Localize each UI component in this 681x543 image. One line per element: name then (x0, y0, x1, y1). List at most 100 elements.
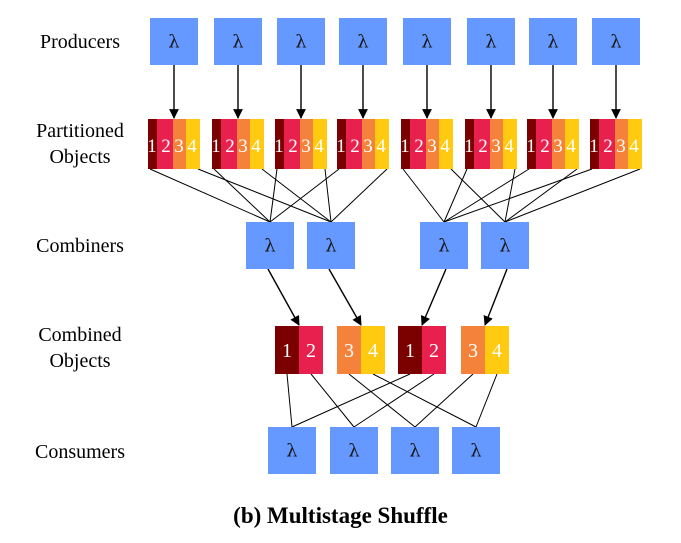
fanout-line (324, 168, 332, 223)
consumer-node-4-lambda: λ (470, 441, 481, 462)
fanout-line (213, 168, 271, 223)
producer-node-3-box (277, 18, 325, 65)
combined-segment-3 (337, 326, 361, 374)
combiner-node-3-box (420, 222, 468, 269)
partition-segment-3 (552, 119, 565, 169)
combined-segment-3 (461, 326, 485, 374)
producer-node-5-box (403, 18, 451, 65)
partition-segment-2 (599, 119, 615, 169)
fanout-line (269, 168, 278, 223)
producer-node-7-box (529, 18, 577, 65)
fanout-line (149, 168, 271, 223)
partition-number-4: 4 (504, 136, 514, 157)
consumer-line (372, 373, 477, 428)
combined-number-2: 2 (306, 340, 316, 362)
combiner-arrow-3 (420, 268, 447, 326)
partition-segment-1 (401, 119, 410, 169)
combiners-label: Combiners (36, 235, 124, 257)
partition-number-4: 4 (251, 136, 261, 157)
combined-segment-4 (361, 326, 385, 374)
combined-number-1: 1 (282, 340, 292, 362)
partition-segment-3 (173, 119, 186, 169)
partition-number-4: 4 (440, 136, 450, 157)
partition-segment-3 (300, 119, 313, 169)
partition-number-3: 3 (174, 136, 184, 157)
combiner-arrow-2 (328, 268, 362, 326)
producer-node-1-box (150, 18, 198, 65)
connection-lines (149, 65, 641, 428)
combiner-node-1-lambda: λ (264, 236, 275, 257)
partition-number-3: 3 (363, 136, 373, 157)
partition-segment-1 (590, 119, 599, 169)
consumer-node-3: λ (391, 427, 439, 474)
fanout-line (197, 168, 332, 223)
partition-segment-4 (628, 119, 642, 169)
combiner-node-4-lambda: λ (499, 236, 510, 257)
partition-number-1: 1 (589, 136, 599, 157)
partition-number-4: 4 (187, 136, 197, 157)
fanout-line (330, 168, 388, 223)
partition-number-2: 2 (161, 136, 171, 157)
consumer-node-2-lambda: λ (348, 441, 359, 462)
combiner-node-2-lambda: λ (325, 236, 336, 257)
producer-node-4-box (339, 18, 387, 65)
partitioned-objects-label: Partitioned Objects (36, 120, 124, 168)
partition-number-3: 3 (553, 136, 563, 157)
combined-number-4: 4 (492, 340, 502, 362)
producer-node-8-lambda: λ (610, 32, 621, 53)
partition-number-2: 2 (225, 136, 235, 157)
partition-number-1: 1 (147, 136, 157, 157)
partition-number-2: 2 (603, 136, 613, 157)
producer-node-5: λ (403, 18, 451, 65)
producer-node-5-lambda: λ (421, 32, 432, 53)
fanout-line (504, 168, 516, 223)
partition-segment-1 (212, 119, 221, 169)
producer-node-4-lambda: λ (357, 32, 368, 53)
combined-objects-label: Combined Objects (38, 324, 122, 372)
partition-segment-2 (474, 119, 490, 169)
producer-node-8: λ (592, 18, 640, 65)
partition-segment-2 (284, 119, 300, 169)
partition-segment-2 (536, 119, 552, 169)
consumer-node-2-box (330, 427, 378, 474)
partition-segment-2 (346, 119, 362, 169)
combiner-arrow-1 (267, 268, 300, 326)
consumer-node-4: λ (452, 427, 500, 474)
partition-segment-4 (439, 119, 453, 169)
partition-segment-3 (490, 119, 503, 169)
fanout-line (504, 168, 578, 223)
partition-segment-1 (465, 119, 474, 169)
partition-number-2: 2 (540, 136, 550, 157)
partition-number-2: 2 (288, 136, 298, 157)
consumer-line (348, 373, 416, 428)
producer-node-2: λ (214, 18, 262, 65)
partition-segment-1 (527, 119, 536, 169)
combiner-node-1: λ (246, 222, 294, 269)
fanout-line (450, 168, 506, 223)
partition-segment-3 (237, 119, 250, 169)
combined-number-3: 3 (468, 340, 478, 362)
partition-segment-1 (148, 119, 157, 169)
partition-number-1: 1 (274, 136, 284, 157)
partition-segment-2 (221, 119, 237, 169)
partition-number-4: 4 (566, 136, 576, 157)
partition-number-3: 3 (238, 136, 248, 157)
producer-node-1: λ (150, 18, 198, 65)
combiner-node-2: λ (307, 222, 355, 269)
producer-node-6-box (467, 18, 515, 65)
partition-segment-3 (362, 119, 375, 169)
producer-node-7: λ (529, 18, 577, 65)
consumer-node-1-box (268, 427, 316, 474)
partition-segment-4 (565, 119, 579, 169)
combined-number-3: 3 (344, 340, 354, 362)
consumer-line (353, 373, 435, 428)
partition-number-1: 1 (464, 136, 474, 157)
partition-number-3: 3 (301, 136, 311, 157)
